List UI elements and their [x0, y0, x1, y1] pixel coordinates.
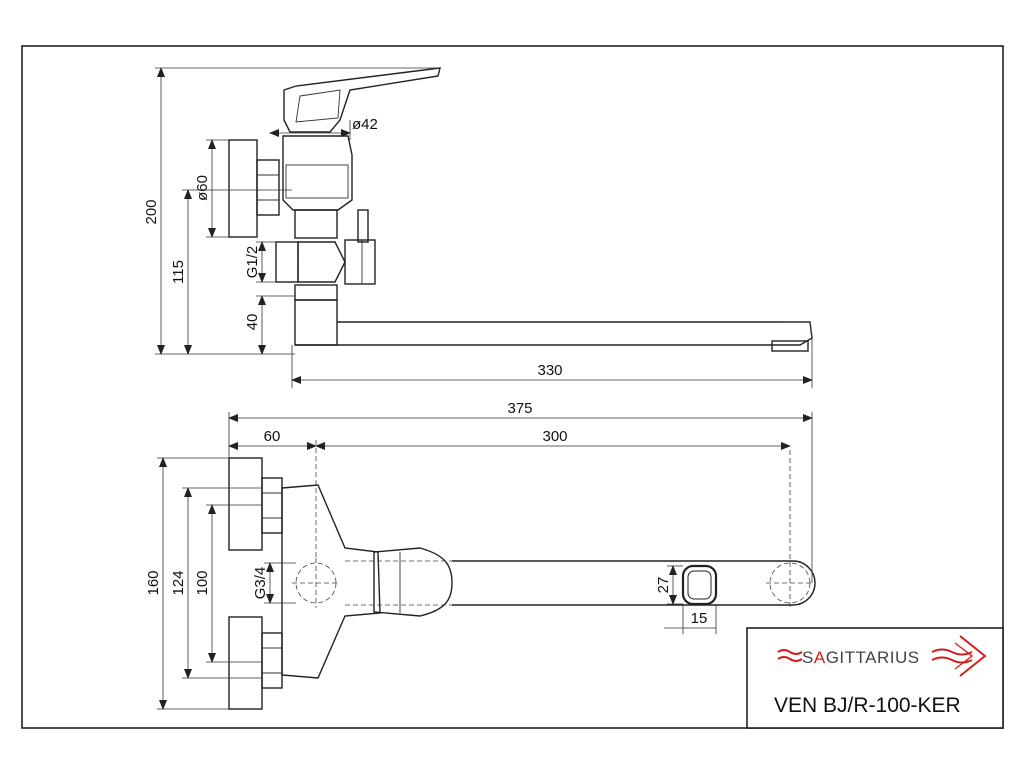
wall-flange-upper: [228, 457, 263, 551]
dim-40: 40: [244, 314, 261, 331]
mixer-body-side: [282, 135, 353, 211]
lever-handle-plan: [373, 547, 453, 617]
dim-thread-g12: G1/2: [244, 246, 261, 279]
dim-330: 330: [537, 362, 562, 379]
lever-handle-side: [283, 67, 441, 133]
brand-waves-icon: [777, 649, 803, 662]
drawing-frame: [21, 45, 1004, 729]
aerator-slot: [681, 564, 718, 606]
nut-side: [256, 159, 280, 216]
dim-100: 100: [194, 570, 211, 595]
wall-flange-lower: [228, 616, 263, 710]
title-block: SAGITTARIUS VEN BJ/R-100-KER: [746, 627, 1004, 729]
dim-diam-60: ø60: [194, 175, 211, 201]
dim-27: 27: [655, 577, 672, 594]
dim-200: 200: [143, 199, 160, 224]
dim-diam-42: ø42: [352, 116, 378, 133]
spout-plan: [452, 560, 816, 606]
dim-160: 160: [145, 570, 162, 595]
model-code: VEN BJ/R-100-KER: [774, 694, 961, 717]
mixer-body-plan: [281, 484, 381, 679]
diverter-pin: [357, 209, 369, 243]
wall-flange-side: [228, 139, 258, 238]
dim-300: 300: [542, 428, 567, 445]
dim-15: 15: [691, 610, 708, 627]
dim-375: 375: [507, 400, 532, 417]
brand-name: SAGITTARIUS: [802, 648, 920, 667]
dim-124: 124: [170, 570, 187, 595]
inlet-fitting: [275, 241, 299, 283]
side-view: 200 115 ø60 G1/2 40 ø42 330: [143, 67, 813, 388]
spout-side: [295, 321, 813, 346]
dim-115: 115: [170, 260, 187, 284]
sagittarius-arrow-icon: [931, 635, 987, 677]
plan-view: 375 60 300 160 124 100 G3/4 27: [145, 400, 816, 710]
dim-thread-g34: G3/4: [252, 567, 269, 600]
dim-60: 60: [264, 428, 281, 445]
